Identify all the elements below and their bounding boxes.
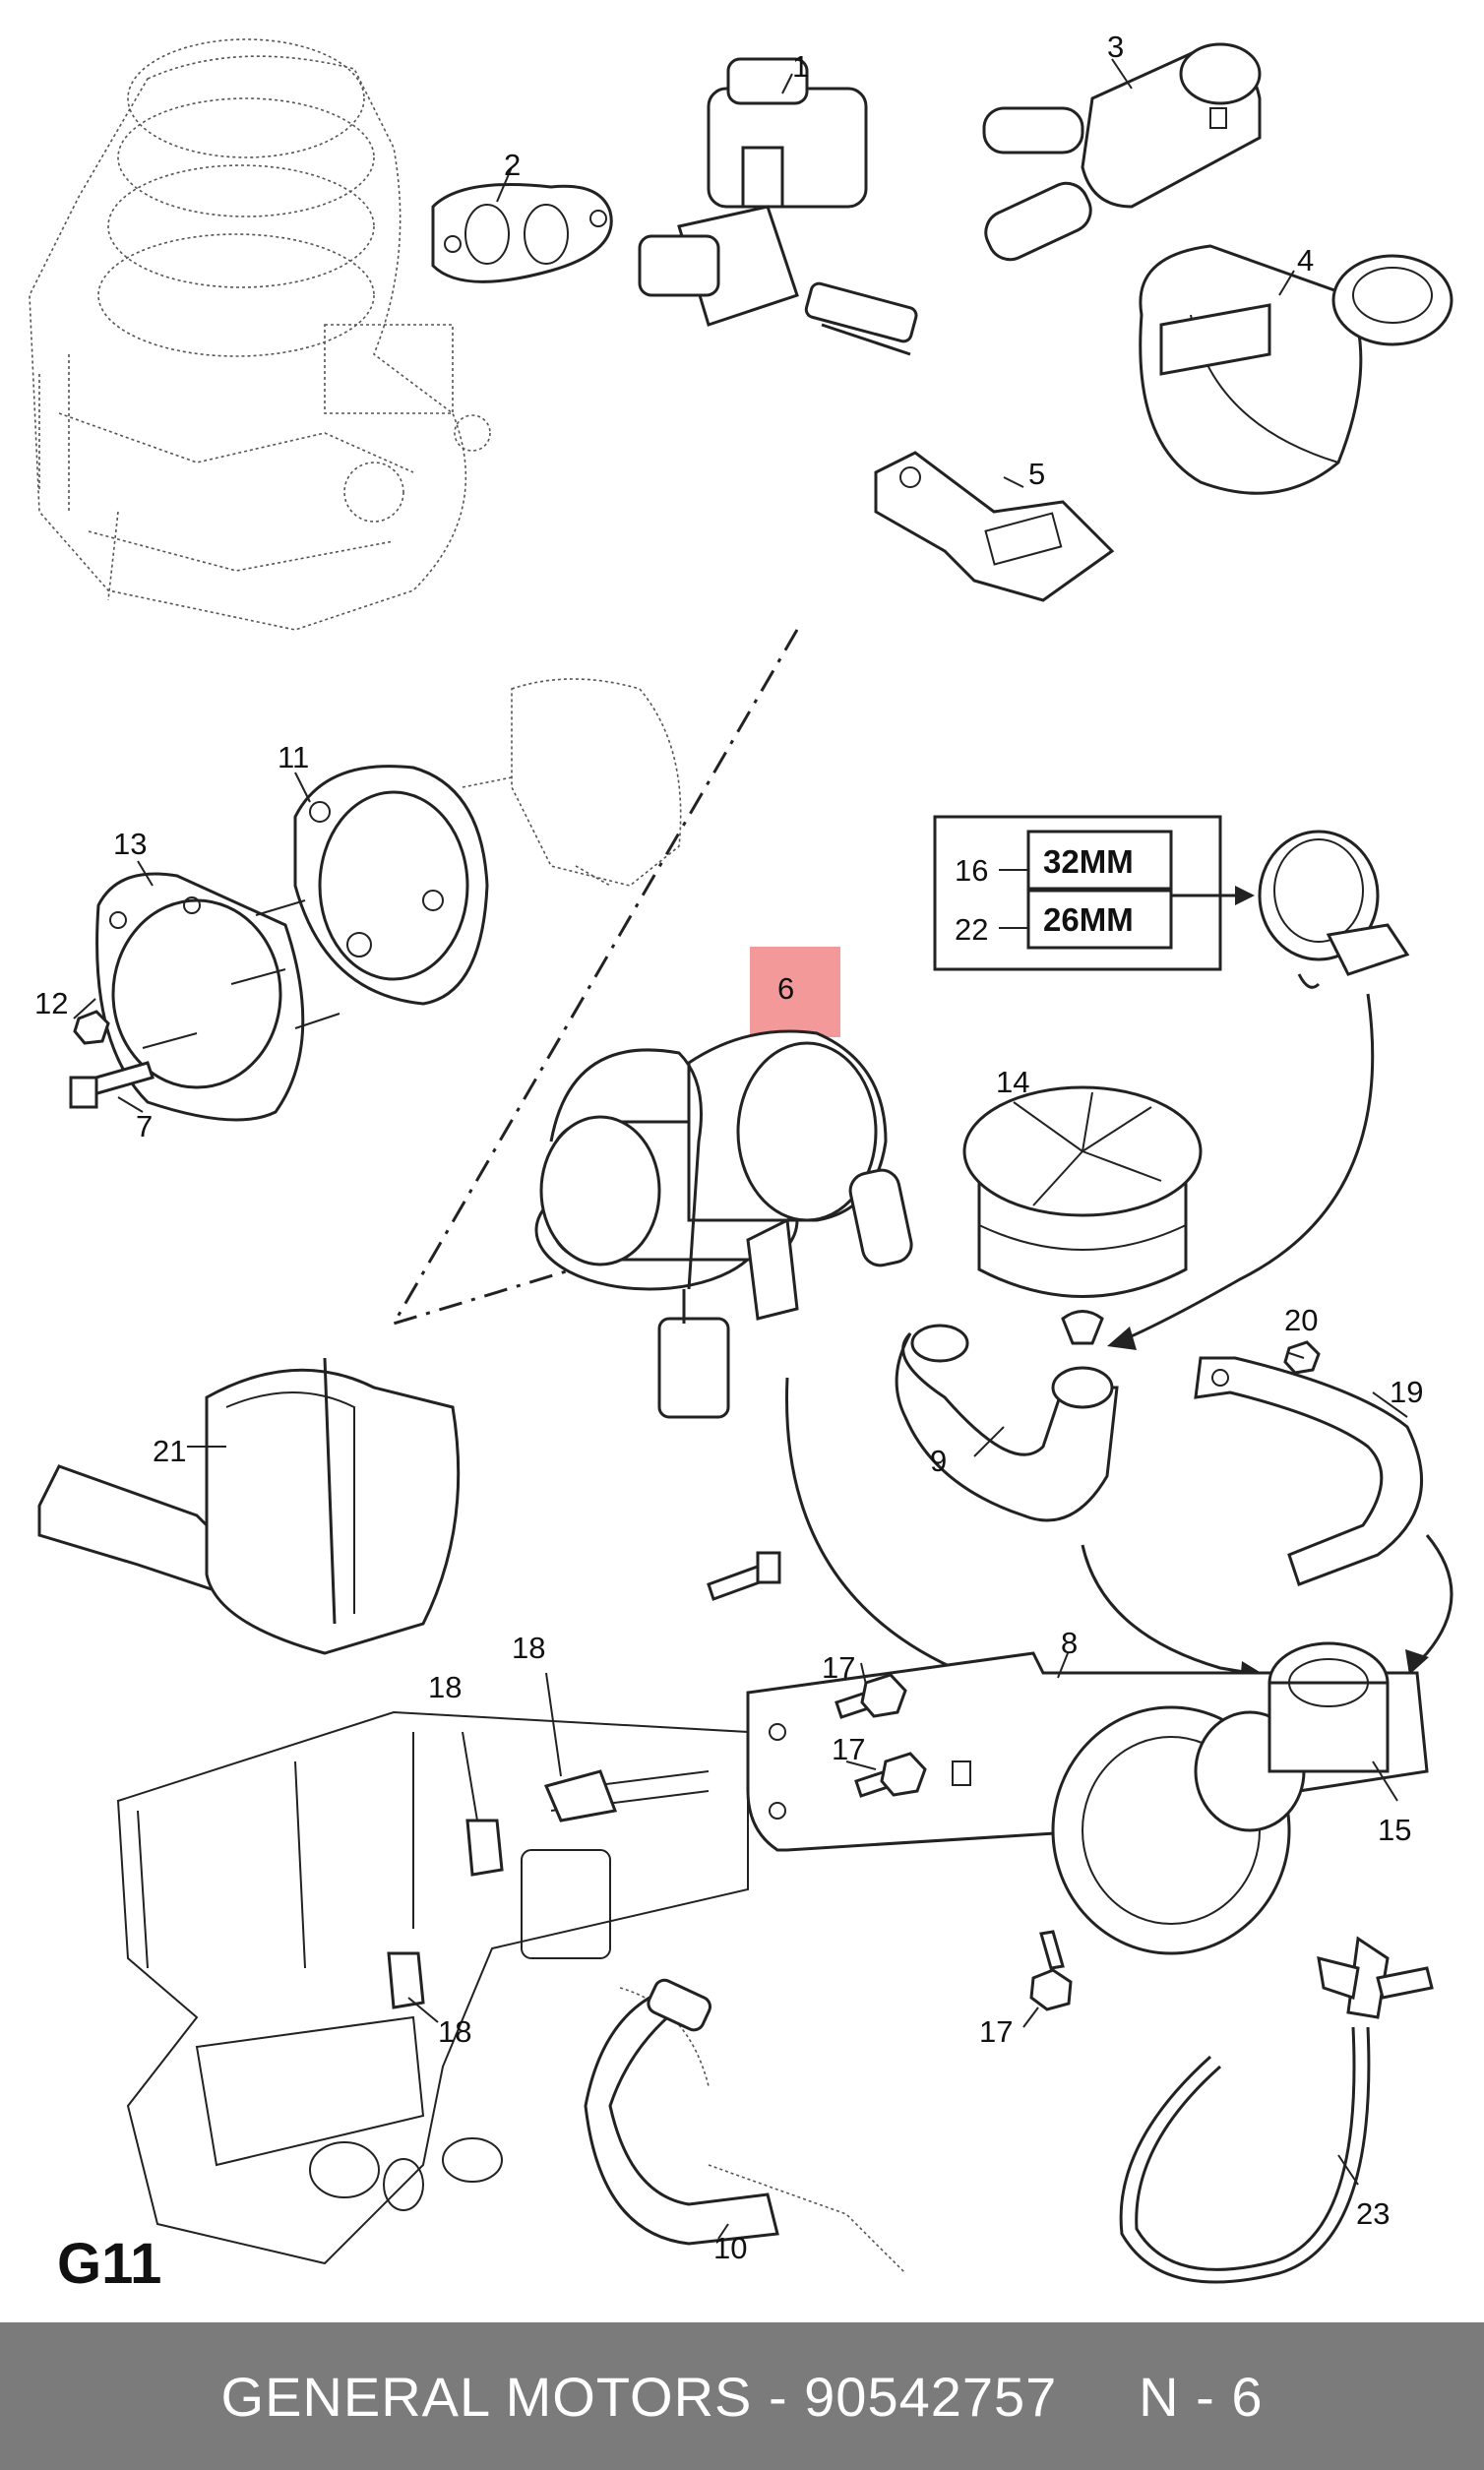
exploded-parts-diagram: 1 2 3 4 5 6 7 8 9 10 11 12 13 14 15 16 1… (29, 30, 1453, 2296)
part-label-16: 16 (955, 853, 988, 888)
flange-part-11 (293, 765, 489, 1006)
clip-part-18 (387, 1769, 618, 2009)
hose-part-9 (895, 1324, 1119, 1522)
footer-text: GENERAL MOTORS - 90542757 N - 6 (220, 2365, 1264, 2428)
valve-body-part-15 (1051, 1641, 1390, 1955)
part-label-18a: 18 (428, 1670, 462, 1704)
part-label-3: 3 (1107, 30, 1124, 64)
flange-part-13 (95, 872, 305, 1122)
hose-clamp-part-16-22 (1258, 830, 1410, 989)
part-label-2: 2 (504, 148, 521, 182)
part-label-17b: 17 (832, 1732, 865, 1766)
leader-lines (73, 58, 1408, 2240)
part-label-18c: 18 (438, 2014, 471, 2049)
engine-detail-illustration (462, 678, 682, 887)
sheet-code: G11 (57, 2232, 161, 2296)
part-label-23: 23 (1356, 2196, 1390, 2231)
part-label-19: 19 (1390, 1375, 1423, 1409)
cable-part-23 (1119, 1936, 1434, 2284)
part-label-1: 1 (792, 49, 809, 84)
part-label-13: 13 (113, 827, 147, 861)
part-label-22: 22 (955, 912, 988, 947)
part-label-21: 21 (153, 1434, 186, 1468)
part-label-5: 5 (1028, 457, 1045, 491)
clamp-size-32mm: 32MM (1043, 843, 1134, 880)
air-filter-part-14 (962, 1085, 1203, 1345)
heat-shield-part-21 (37, 1357, 461, 1655)
part-label-15: 15 (1378, 1813, 1411, 1847)
part-label-8: 8 (1061, 1626, 1078, 1660)
part-label-10: 10 (713, 2231, 747, 2265)
hose-clamp-size-table (933, 815, 1255, 971)
part-label-9: 9 (930, 1444, 947, 1478)
part-label-7: 7 (136, 1109, 153, 1143)
bracket-plate-part-5 (874, 451, 1115, 602)
engine-block-illustration (29, 38, 491, 631)
part-label-18b: 18 (512, 1631, 545, 1665)
part-number-labels: 1 2 3 4 5 6 7 8 9 10 11 12 13 14 15 16 1… (34, 30, 1423, 2265)
gasket-part-2 (431, 183, 613, 283)
strap-part-19 (1194, 1356, 1423, 1586)
clamp-bracket-part-4 (1139, 244, 1453, 495)
part-label-4: 4 (1297, 243, 1314, 278)
nut-part-12 (73, 1010, 110, 1045)
bolt-part-7 (69, 1061, 155, 1109)
clamp-size-26mm: 26MM (1043, 901, 1134, 938)
air-valve-part-1 (638, 57, 918, 356)
part-label-20: 20 (1284, 1303, 1318, 1337)
air-pump-part-6 (534, 1029, 913, 1419)
part-label-12: 12 (34, 986, 68, 1020)
part-number-footer: GENERAL MOTORS - 90542757 N - 6 (0, 2322, 1484, 2470)
pipe-connector-part-3 (982, 42, 1262, 262)
part-label-17c: 17 (979, 2014, 1013, 2049)
highlight-part-6 (750, 947, 840, 1037)
part-label-17a: 17 (822, 1650, 855, 1685)
bolt-mid (707, 1551, 781, 1601)
part-label-6: 6 (777, 971, 794, 1006)
bolt-part-17 (835, 1673, 1073, 2011)
part-label-11: 11 (278, 740, 309, 774)
hose-part-10 (584, 1978, 779, 2246)
part-label-14: 14 (996, 1065, 1029, 1099)
